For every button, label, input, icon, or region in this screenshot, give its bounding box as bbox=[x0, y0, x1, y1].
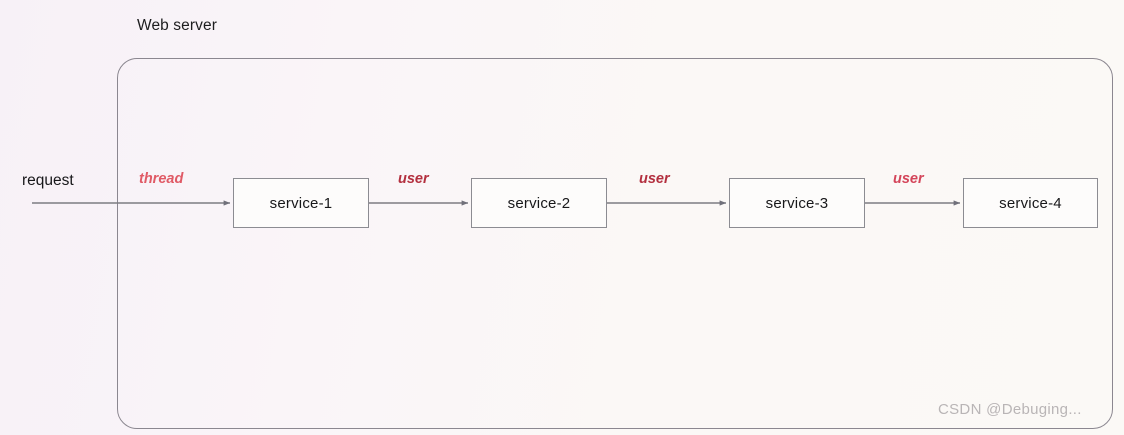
web-server-title: Web server bbox=[137, 17, 217, 34]
node-service-2[interactable]: service-2 bbox=[471, 178, 607, 228]
node-service-4[interactable]: service-4 bbox=[963, 178, 1098, 228]
edge-label-user-3: user bbox=[893, 171, 924, 187]
node-label: service-1 bbox=[269, 194, 333, 212]
node-label: service-3 bbox=[765, 194, 829, 212]
edge-label-user-1: user bbox=[398, 171, 429, 187]
node-label: service-2 bbox=[507, 194, 571, 212]
node-service-3[interactable]: service-3 bbox=[729, 178, 865, 228]
request-label: request bbox=[22, 172, 74, 189]
watermark: CSDN @Debuging... bbox=[938, 401, 1082, 418]
node-label: service-4 bbox=[999, 194, 1062, 212]
web-server-container bbox=[117, 58, 1113, 429]
edge-label-thread: thread bbox=[139, 171, 184, 187]
node-service-1[interactable]: service-1 bbox=[233, 178, 369, 228]
edge-label-user-2: user bbox=[639, 171, 670, 187]
